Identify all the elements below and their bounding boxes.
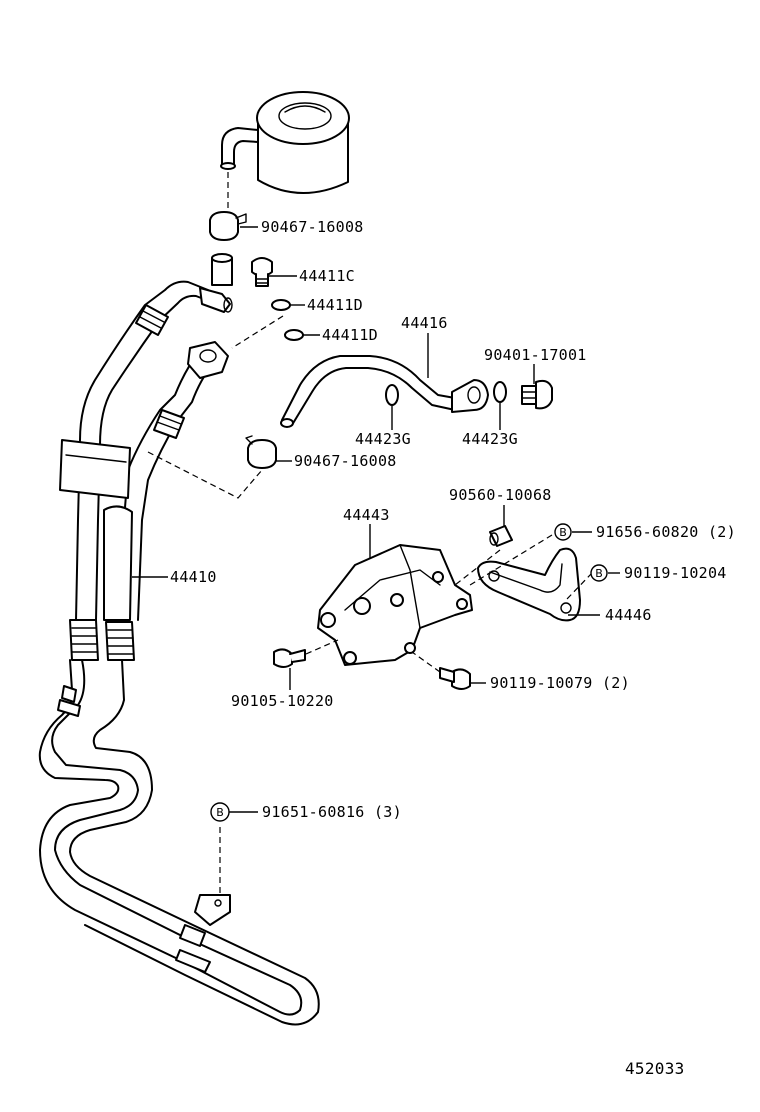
badge-91656: B [554, 523, 572, 541]
svg-text:B: B [216, 806, 224, 819]
label-p13: 44410 [170, 568, 217, 586]
label-p3: 44411D [307, 296, 363, 314]
dash-clamp-middle [147, 451, 263, 499]
label-p11: 44443 [343, 506, 390, 524]
label-p4: 44411D [322, 326, 378, 344]
label-p10: 90560-10068 [449, 486, 552, 504]
svg-text:B: B [559, 526, 567, 539]
dash-bolt-90105 [305, 639, 339, 655]
hose-clamp-middle [245, 435, 277, 469]
label-p1: 90467-16008 [261, 218, 364, 236]
dash-bolt-90119-10204 [565, 572, 593, 601]
label-p8: 44423G [462, 430, 518, 448]
dash-bolt-90119-10079 [411, 651, 441, 673]
reservoir-hose-end [211, 253, 233, 286]
bracket-44443 [317, 544, 473, 666]
label-p17: 90105-10220 [231, 692, 334, 710]
label-p7: 44423G [355, 430, 411, 448]
bracket-44446 [477, 547, 581, 622]
label-p6: 90401-17001 [484, 346, 587, 364]
svg-text:B: B [595, 567, 603, 580]
badge-90119-10204: B [590, 564, 608, 582]
gasket-44423g-left [385, 384, 399, 406]
label-p16: 90119-10079 (2) [490, 674, 630, 692]
gasket-44423g-right [493, 381, 507, 403]
pressure-hose-assembly [38, 280, 320, 1026]
label-p14: 90119-10204 [624, 564, 727, 582]
label-p2: 44411C [299, 267, 355, 285]
label-p5: 44416 [401, 314, 448, 332]
union-bolt-90401 [521, 379, 553, 410]
bolt-90119-10079 [439, 667, 471, 690]
hose-clamp-top [209, 211, 247, 241]
return-tube-44416 [280, 355, 489, 428]
gasket-44411d-upper [271, 299, 291, 311]
figure-number: 452033 [625, 1059, 685, 1078]
badge-91651: B [210, 802, 230, 822]
dash-gasket [231, 315, 284, 349]
union-bolt-44411c [251, 257, 273, 287]
bolt-90105 [273, 648, 306, 668]
gasket-44411d-lower [284, 329, 304, 341]
dash-bolt-91656 [469, 534, 553, 586]
label-p18: 91651-60816 (3) [262, 803, 402, 821]
reservoir-tank [220, 91, 350, 194]
label-p9: 90467-16008 [294, 452, 397, 470]
collar-90560 [489, 525, 513, 547]
label-p12: 91656-60820 (2) [596, 523, 736, 541]
label-p15: 44446 [605, 606, 652, 624]
